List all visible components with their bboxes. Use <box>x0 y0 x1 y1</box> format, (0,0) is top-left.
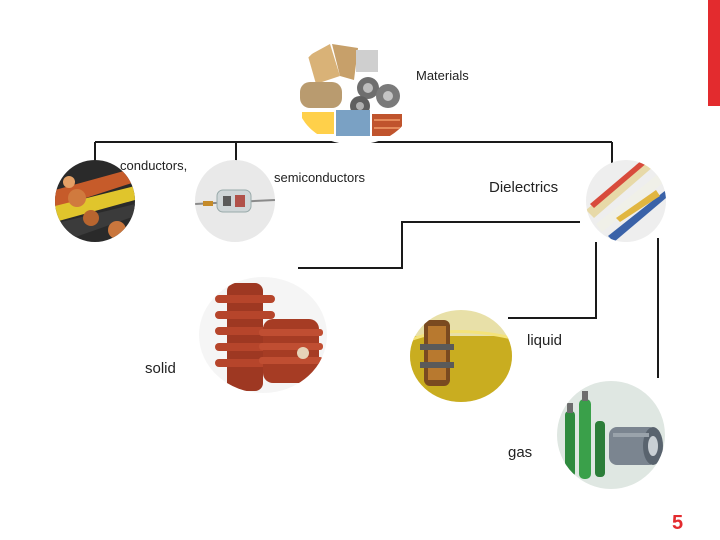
materials-collage-icon <box>296 40 414 144</box>
conductors-label: conductors, <box>120 158 188 173</box>
insulating-tubes-icon <box>586 160 666 242</box>
gas-label: gas <box>508 444 533 461</box>
dielectrics-label: Dielectrics <box>489 179 559 196</box>
diode-icon <box>195 160 275 242</box>
root-label: Materials <box>416 68 469 83</box>
gas-cylinders-icon <box>557 381 665 489</box>
transformer-oil-icon <box>410 310 512 402</box>
connector-solid <box>298 221 580 269</box>
semiconductors-label: semiconductors <box>274 170 366 185</box>
porcelain-insulators-icon <box>199 277 327 393</box>
page-number: 5 <box>672 512 684 534</box>
liquid-label: liquid <box>527 332 563 349</box>
solid-label: solid <box>145 360 176 377</box>
accent-bar <box>708 0 720 106</box>
connector-liquid <box>508 242 597 319</box>
copper-cables-icon <box>55 160 135 242</box>
